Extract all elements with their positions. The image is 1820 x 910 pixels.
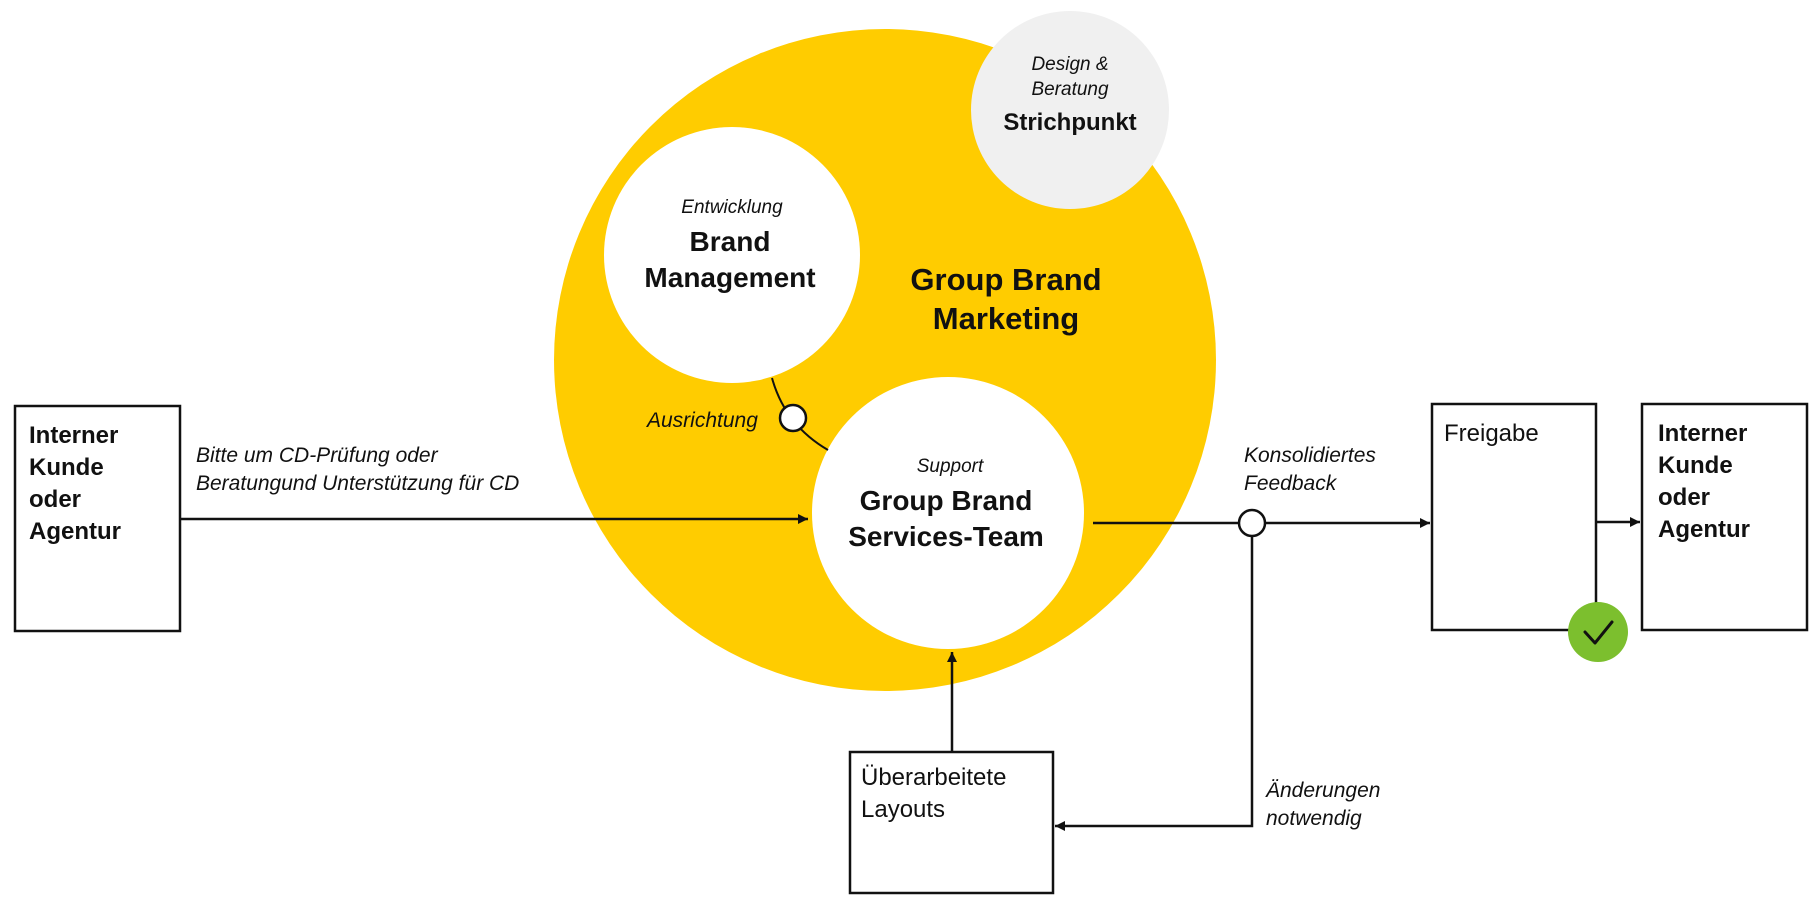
request-label-line2: Beratungund Unterstützung für CD	[196, 472, 519, 495]
revised-layouts-line1: Überarbeitete	[861, 764, 1006, 791]
feedback-label-line2: Feedback	[1244, 472, 1338, 495]
strichpunkt-name: Strichpunkt	[1003, 109, 1136, 136]
internal-client-right-line2: Kunde	[1658, 452, 1733, 479]
internal-client-right-line4: Agentur	[1658, 516, 1750, 543]
internal-client-right-line1: Interner	[1658, 420, 1747, 447]
changes-label-line1: Änderungen	[1265, 779, 1380, 802]
approval-box	[1430, 402, 1598, 632]
services-team-circle	[812, 377, 1084, 649]
group-brand-marketing-title-line1: Group Brand	[910, 262, 1101, 297]
internal-client-left-line1: Interner	[29, 422, 118, 449]
internal-client-left-box	[13, 404, 182, 633]
changes-needed-arrow	[1055, 523, 1254, 831]
internal-client-right-line3: oder	[1658, 484, 1710, 511]
request-label-line1: Bitte um CD-Prüfung oder	[196, 444, 439, 467]
services-team-role: Support	[917, 456, 984, 477]
alignment-junction	[778, 403, 808, 433]
revised-layouts-line2: Layouts	[861, 796, 945, 823]
internal-client-left-line4: Agentur	[29, 518, 121, 545]
services-team-name-line2: Services-Team	[848, 521, 1044, 552]
changes-label-line2: notwendig	[1266, 807, 1362, 830]
internal-client-left-line2: Kunde	[29, 454, 104, 481]
strichpunkt-circle	[971, 11, 1169, 209]
feedback-label-line1: Konsolidiertes	[1244, 444, 1376, 467]
internal-client-right-box	[1640, 402, 1809, 632]
strichpunkt-role-line1: Design &	[1031, 54, 1108, 75]
internal-client-left-line3: oder	[29, 486, 81, 513]
strichpunkt-role-line2: Beratung	[1031, 79, 1109, 100]
brand-management-name-line2: Management	[644, 262, 815, 293]
feedback-junction	[1237, 508, 1267, 538]
check-icon	[1568, 602, 1628, 662]
brand-management-name-line1: Brand	[690, 226, 771, 257]
brand-management-circle	[604, 127, 860, 383]
approval-label: Freigabe	[1444, 420, 1539, 447]
group-brand-marketing-title-line2: Marketing	[933, 301, 1079, 336]
services-team-name-line1: Group Brand	[860, 485, 1033, 516]
brand-management-role: Entwicklung	[681, 197, 783, 218]
alignment-label: Ausrichtung	[645, 409, 758, 432]
